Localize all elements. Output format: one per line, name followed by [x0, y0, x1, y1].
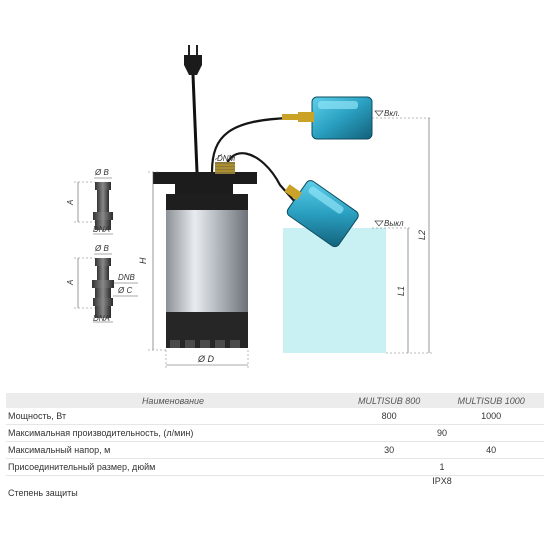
label-h: H	[138, 257, 148, 264]
table-row: Максимальная производительность, (л/мин)…	[6, 425, 544, 442]
adapter-fitting-top	[93, 182, 113, 230]
label-dna-bottom: DNA	[93, 314, 110, 323]
water-tank	[283, 228, 386, 353]
table-row: Присоединительный размер, дюйм 1	[6, 459, 544, 476]
label-dnm: DNM	[217, 154, 236, 163]
spec-table: Наименование MULTISUB 800 MULTISUB 1000 …	[6, 393, 544, 498]
outlet-fitting	[215, 162, 235, 174]
pump-diagram: DNM H Ø D Вкл. Выкл L1 L2 Ø B A DNA	[66, 45, 432, 368]
table-row: Мощность, Вт 800 1000	[6, 408, 544, 425]
row-value-1000: 1000	[481, 411, 502, 421]
power-cable	[191, 74, 199, 173]
label-dna-top: DNA	[93, 225, 110, 234]
label-off: Выкл	[384, 219, 404, 228]
row-value-1000: 40	[486, 445, 497, 455]
header-name: Наименование	[6, 393, 340, 408]
row-label: Мощность, Вт	[8, 411, 67, 421]
table-row: Максимальный напор, м 30 40	[6, 442, 544, 459]
row-label: Степень защиты	[8, 487, 78, 498]
label-c: Ø C	[117, 286, 132, 295]
label-b-bottom: Ø B	[94, 244, 109, 253]
row-value-800: 30	[384, 445, 395, 455]
pump-base	[166, 312, 248, 348]
label-l2: L2	[417, 230, 427, 240]
label-a-top: A	[66, 200, 75, 206]
row-label: Максимальный напор, м	[8, 445, 111, 455]
float-switch-on-icon	[282, 96, 373, 140]
table-row: Степень защиты IPX8	[6, 476, 544, 498]
row-value-800: 800	[381, 411, 397, 421]
label-l1: L1	[396, 286, 406, 296]
pump-head	[153, 172, 257, 194]
pump-body	[166, 194, 248, 312]
header-model-800: MULTISUB 800	[340, 393, 439, 408]
label-b-top: Ø B	[94, 168, 109, 177]
row-label: Максимальная производительность, (л/мин)	[8, 428, 194, 438]
float-cable-upper	[210, 116, 291, 173]
spec-header-row: Наименование MULTISUB 800 MULTISUB 1000	[6, 393, 544, 408]
label-dnb: DNB	[118, 273, 136, 282]
label-d: Ø D	[197, 354, 215, 364]
adapter-fitting-bottom	[92, 258, 114, 318]
row-value-shared: 90	[436, 428, 447, 438]
header-model-1000: MULTISUB 1000	[438, 393, 544, 408]
label-a-bottom: A	[66, 280, 75, 286]
plug-icon	[184, 45, 202, 75]
row-value-shared: 1	[439, 462, 445, 472]
row-value-shared: IPX8	[432, 476, 452, 486]
row-label: Присоединительный размер, дюйм	[8, 462, 156, 472]
float-switch-off-icon	[284, 180, 359, 248]
label-on: Вкл.	[384, 109, 400, 118]
